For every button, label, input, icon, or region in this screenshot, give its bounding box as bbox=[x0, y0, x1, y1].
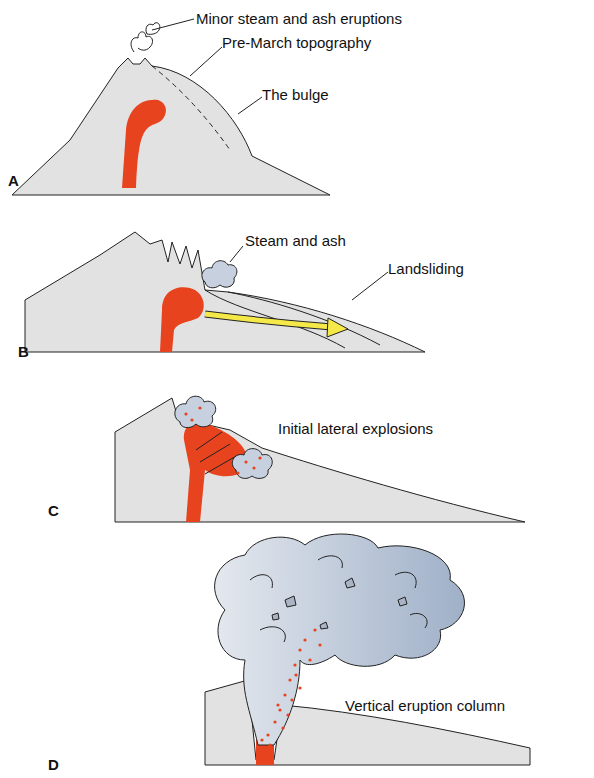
lava-fragment bbox=[293, 663, 296, 666]
lava-fragment bbox=[260, 738, 263, 741]
magma-body bbox=[184, 422, 247, 522]
callout-label: Pre-March topography bbox=[222, 34, 412, 51]
callout-label: Vertical eruption column bbox=[345, 697, 555, 714]
callout-label: Initial lateral explosions bbox=[278, 420, 488, 437]
volcano-cross-section bbox=[12, 58, 330, 195]
lava-fragment bbox=[184, 412, 187, 415]
steam-ash-cloud bbox=[232, 449, 272, 479]
lava-fragment bbox=[308, 658, 311, 661]
slide-arrow bbox=[205, 314, 332, 327]
panel-letter: B bbox=[18, 343, 48, 360]
lava-fragment bbox=[236, 471, 239, 474]
slide-arrow bbox=[205, 314, 332, 327]
lava-fragment bbox=[281, 726, 284, 729]
lava-fragment bbox=[252, 466, 255, 469]
rock-fragment bbox=[272, 578, 407, 629]
steam-ash-cloud bbox=[175, 396, 216, 427]
lava-fragment bbox=[198, 406, 201, 409]
lava-fragment bbox=[298, 686, 301, 689]
lava-fragment bbox=[286, 713, 289, 716]
callout-label: Landsliding bbox=[388, 260, 508, 277]
lava-fragment bbox=[288, 678, 291, 681]
leader-line bbox=[352, 272, 388, 300]
magma-body bbox=[160, 287, 204, 352]
lava-fragment bbox=[313, 628, 316, 631]
magma-body bbox=[122, 100, 166, 188]
leader-line bbox=[238, 97, 262, 114]
volcano-cross-section bbox=[25, 232, 425, 352]
panel-letter: C bbox=[48, 502, 78, 519]
lava-fragment bbox=[283, 693, 286, 696]
lava-fragment bbox=[290, 698, 293, 701]
lava-fragment bbox=[266, 733, 269, 736]
lava-fragment bbox=[294, 673, 297, 676]
callout-label: Minor steam and ash eruptions bbox=[196, 10, 436, 27]
leader-line bbox=[230, 246, 243, 262]
steam-puff bbox=[131, 32, 152, 52]
arrow-head bbox=[327, 318, 348, 337]
leader-line bbox=[190, 47, 222, 76]
lava-fragment bbox=[190, 418, 193, 421]
lava-fragment bbox=[278, 708, 281, 711]
callout-label: Steam and ash bbox=[245, 232, 385, 249]
lava-fragment bbox=[244, 460, 247, 463]
lava-fragment bbox=[303, 638, 306, 641]
leader-line bbox=[152, 19, 194, 30]
cloud-curl bbox=[250, 556, 427, 642]
panel-letter: A bbox=[8, 172, 38, 189]
callout-label: The bulge bbox=[262, 86, 382, 103]
steam-ash-cloud bbox=[202, 261, 237, 288]
lava-fragment bbox=[318, 643, 321, 646]
lava-fragment bbox=[298, 648, 301, 651]
lava-fragment bbox=[268, 743, 271, 746]
lava-fragment bbox=[258, 456, 261, 459]
slide-block bbox=[205, 290, 345, 348]
panel-letter: D bbox=[48, 756, 78, 773]
fracture-line bbox=[196, 432, 238, 474]
lava-fragment bbox=[273, 720, 276, 723]
lava-fragment bbox=[276, 703, 279, 706]
